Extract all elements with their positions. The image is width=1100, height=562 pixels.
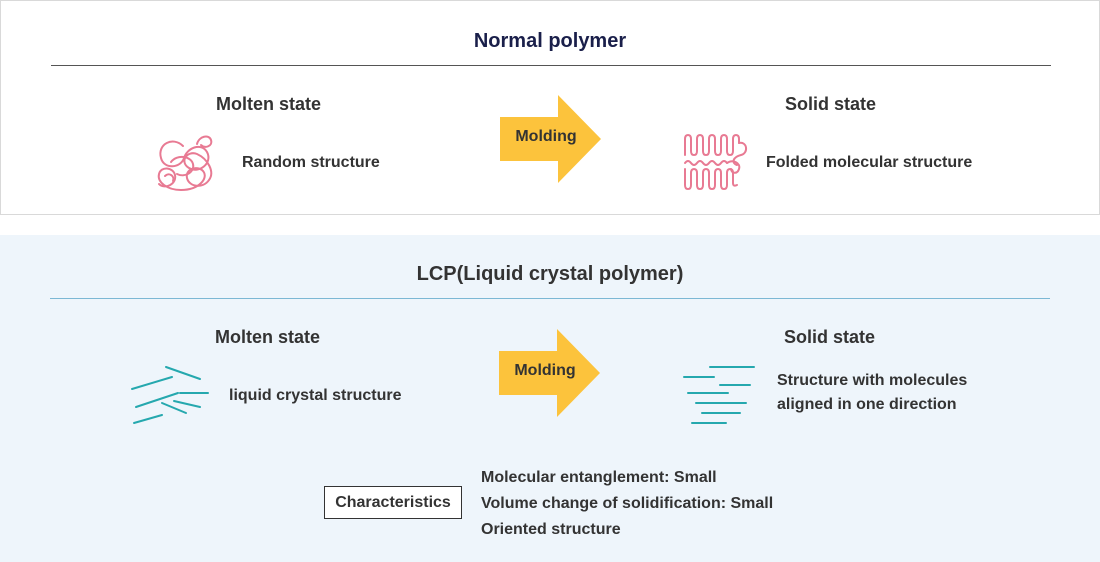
- molding-arrow-shape: [500, 95, 601, 183]
- normal-molding-label: Molding: [515, 128, 577, 145]
- lcp-molding-label: Molding: [514, 362, 576, 379]
- lcp-molten-state-label: Molten state: [215, 327, 321, 347]
- normal-molding-arrow: Molding: [500, 95, 601, 183]
- normal-polymer-panel: Normal polymer Molten state Random struc…: [0, 0, 1100, 215]
- aligned-structure-text-line2: aligned in one direction: [777, 396, 957, 413]
- lcp-solid-state-label: Solid state: [784, 327, 876, 347]
- molding-arrow-shape: [499, 329, 600, 417]
- random-structure-icon: [157, 135, 213, 191]
- characteristics-label: Characteristics: [324, 486, 462, 519]
- characteristic-item: Molecular entanglement: Small: [481, 469, 717, 486]
- folded-structure-text: Folded molecular structure: [766, 154, 973, 171]
- normal-title-divider: [51, 65, 1051, 66]
- normal-molten-state-label: Molten state: [216, 94, 322, 114]
- folded-structure-icon: [684, 134, 747, 190]
- aligned-structure-icon: [683, 366, 755, 424]
- liquid-crystal-structure-text: liquid crystal structure: [229, 387, 402, 404]
- lcp-title-divider: [50, 298, 1050, 299]
- normal-polymer-title: Normal polymer: [473, 30, 627, 52]
- lcp-title: LCP(Liquid crystal polymer): [416, 263, 684, 285]
- molding-arrow-icon: [500, 95, 601, 183]
- aligned-structure-text-line1: Structure with molecules: [777, 372, 968, 389]
- lcp-molding-arrow: Molding: [499, 329, 600, 417]
- liquid-crystal-structure-icon: [131, 366, 209, 424]
- aligned-structure-text: Structure with molecules aligned in one …: [777, 369, 967, 417]
- characteristics-list: Molecular entanglement: Small Volume cha…: [481, 465, 773, 543]
- characteristic-item: Oriented structure: [481, 521, 621, 538]
- molding-arrow-icon: [499, 329, 600, 417]
- lcp-panel: LCP(Liquid crystal polymer) Molten state…: [0, 235, 1100, 562]
- characteristic-item: Volume change of solidification: Small: [481, 495, 774, 512]
- random-structure-text: Random structure: [242, 154, 380, 171]
- normal-solid-state-label: Solid state: [785, 94, 877, 114]
